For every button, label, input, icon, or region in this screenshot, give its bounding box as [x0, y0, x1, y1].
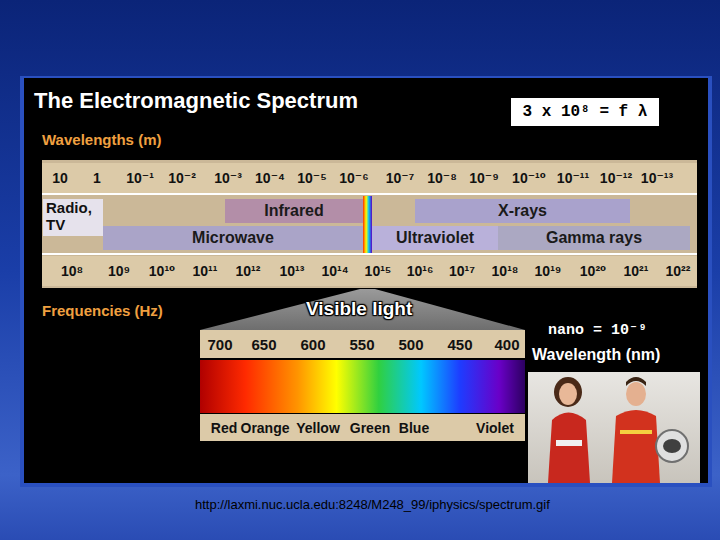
scale-value: 10¹¹ [193, 263, 218, 279]
scale-value: 10⁻⁴ [255, 170, 285, 186]
scale-value: 10⁹ [108, 263, 130, 279]
scale-value: 600 [300, 336, 325, 353]
band-label: 3 x 10⁸ = f λ [523, 103, 648, 121]
band-label: Gamma rays [546, 229, 642, 247]
scale-value: 10⁻⁶ [339, 170, 368, 186]
image-panel [24, 78, 708, 483]
scale-value: Orange [240, 420, 289, 436]
scale-value: 10¹² [236, 263, 261, 279]
infrared-band: Infrared [225, 199, 363, 223]
scale-value: Yellow [296, 420, 340, 436]
scale-value: 1 [93, 170, 101, 186]
microwave-band: Microwave [103, 226, 363, 250]
scale-value: 10²⁰ [580, 263, 606, 279]
ultraviolet-band: Ultraviolet [372, 226, 498, 250]
slide-title: The Electromagnetic Spectrum [34, 88, 358, 114]
axis-label: Wavelengths (m) [42, 131, 161, 148]
scale-value: 650 [251, 336, 276, 353]
scale-value: 10¹⁵ [365, 263, 392, 279]
band-label: Infrared [264, 202, 324, 220]
scale-value: 10¹³ [280, 263, 305, 279]
scale-value: Violet [476, 420, 514, 436]
scale-value: 10⁻¹² [600, 170, 632, 186]
spectrum-chart-ground [42, 160, 697, 288]
scale-value: 10¹⁸ [492, 263, 519, 279]
scale-value: 500 [398, 336, 423, 353]
scale-value: 10¹⁴ [321, 263, 348, 279]
scale-value: 10²¹ [624, 263, 649, 279]
scale-value: 10¹⁰ [149, 263, 175, 279]
scale-value: 10⁸ [61, 263, 83, 279]
scale-value: 10⁻² [168, 170, 196, 186]
scale-value: 10¹⁶ [407, 263, 434, 279]
scale-value: 700 [207, 336, 232, 353]
scale-value: 400 [494, 336, 519, 353]
scale-value: 450 [447, 336, 472, 353]
scale-value: Red [211, 420, 237, 436]
strip-edge [42, 253, 697, 255]
scale-value: Blue [399, 420, 429, 436]
scale-value: 10⁻¹¹ [557, 170, 589, 186]
band-label: X-rays [498, 202, 547, 220]
scale-value: 10⁻¹³ [641, 170, 673, 186]
panel-frame [20, 76, 712, 487]
visible-spectrum-bar [200, 360, 525, 413]
axis-label: Wavelength (nm) [532, 346, 660, 364]
region-label: Visible light [306, 298, 412, 320]
band-label: Radio, TV [46, 200, 100, 233]
radio-band: Radio, TV [43, 199, 103, 236]
band-label: Microwave [192, 229, 274, 247]
visible-sliver [363, 196, 372, 253]
nm-scale-strip: 700 650 600 550 500 450 400 [200, 330, 525, 358]
scale-value: 10⁻⁸ [427, 170, 457, 186]
unit-note: nano = 10⁻⁹ [548, 320, 647, 339]
scale-value: 550 [349, 336, 374, 353]
formula-box: 3 x 10⁸ = f λ [510, 97, 660, 127]
strip-edge [42, 193, 697, 195]
scale-value: 10⁻⁵ [297, 170, 327, 186]
scale-value: 10²² [666, 263, 691, 279]
scale-value: 10⁻³ [214, 170, 242, 186]
wavelength-scale-strip: 10 1 10⁻¹ 10⁻² 10⁻³ 10⁻⁴ 10⁻⁵ 10⁻⁶ 10⁻⁷ 10⁻⁸ 10⁻⁹ 1… [42, 163, 697, 193]
scale-value: 10 [52, 170, 68, 186]
xray-band: X-rays [415, 199, 630, 223]
photo-illustration [528, 372, 700, 483]
color-name-strip: RedOrange Yellow Green Blue Violet [200, 414, 525, 441]
axis-label: Frequencies (Hz) [42, 302, 163, 319]
scale-value: 10⁻¹⁰ [512, 170, 546, 186]
source-caption: http://laxmi.nuc.ucla.edu:8248/M248_99/i… [195, 497, 550, 512]
visible-zoom-wedge [200, 289, 525, 330]
frequency-scale-strip: 10⁸ 10⁹ 10¹⁰ 10¹¹ 10¹² 10¹³ 10¹⁴ 10¹⁵ 10¹⁶ 10¹⁷ 10… [42, 256, 697, 286]
scale-value: 10¹⁹ [535, 263, 562, 279]
scale-value: 10⁻¹ [126, 170, 154, 186]
gamma-band: Gamma rays [498, 226, 690, 250]
scale-value: 10⁻⁷ [386, 170, 415, 186]
band-label: Ultraviolet [396, 229, 474, 247]
scale-value: 10¹⁷ [449, 263, 475, 279]
scale-value: Green [350, 420, 390, 436]
scale-value: 10⁻⁹ [469, 170, 499, 186]
